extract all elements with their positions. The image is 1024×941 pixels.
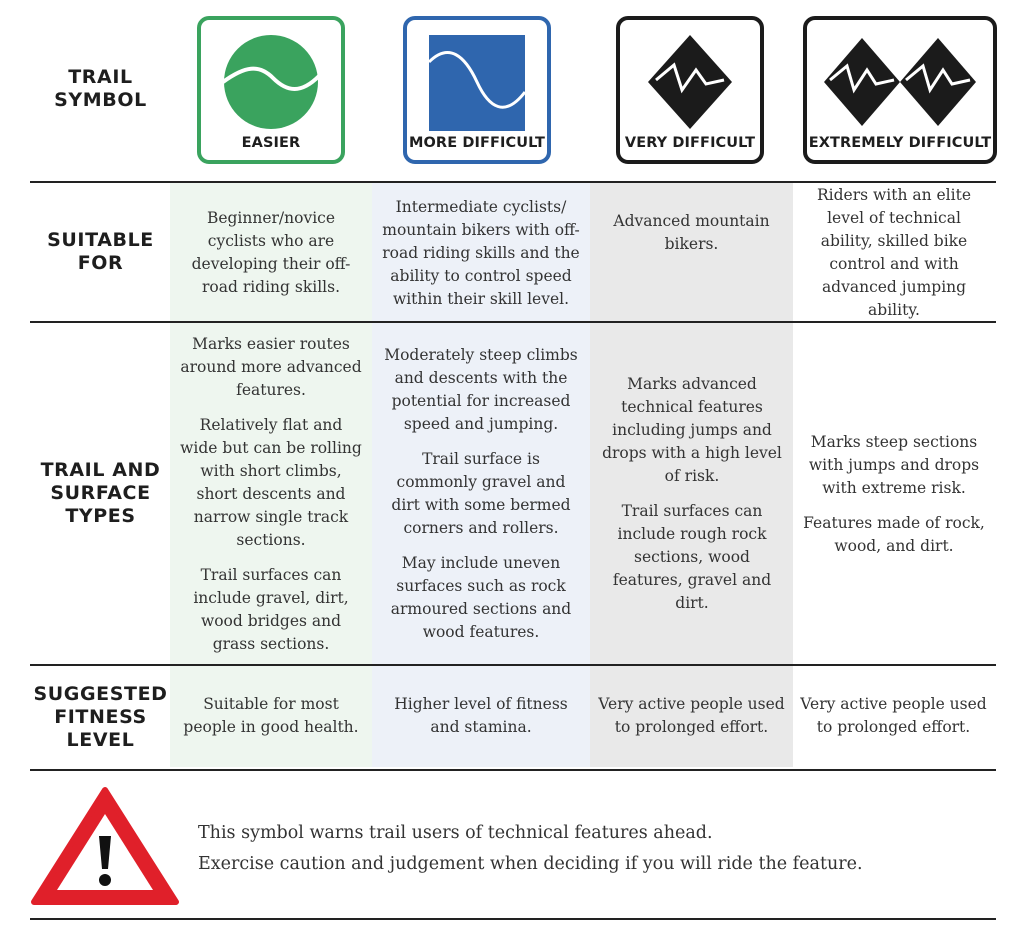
cell-text: Higher level of fitness and stamina. (394, 695, 568, 736)
cell-text: Relatively flat and wide but can be roll… (180, 415, 362, 549)
divider (30, 664, 996, 666)
cell-text: Marks steep sections with jumps and drop… (808, 432, 980, 497)
more-difficult-column-bg (372, 183, 590, 767)
badge-label: MORE DIFFICULT (408, 135, 546, 151)
header-line: SYMBOL (54, 89, 147, 111)
divider (30, 321, 996, 323)
suitable-more-difficult: Intermediate cyclists/ mountain bikers w… (380, 194, 582, 312)
suitable-easier: Beginner/novice cyclists who are develop… (180, 194, 362, 312)
cell-text: Trail surface is commonly gravel and dir… (391, 450, 571, 537)
surface-extremely-difficult: Marks steep sections with jumps and drop… (803, 334, 985, 654)
cell-text: Very active people used to prolonged eff… (598, 695, 785, 736)
cell-text: Beginner/novice cyclists who are develop… (191, 209, 351, 296)
header-line: FITNESS (54, 706, 147, 728)
cell-text: Suitable for most people in good health. (183, 695, 359, 736)
surface-very-difficult: Marks advanced technical features includ… (597, 334, 787, 654)
suitable-very-difficult: Advanced mountain bikers. (600, 194, 783, 272)
row-header-suitable-for: SUITABLE FOR (18, 229, 183, 275)
blue-square-icon (427, 35, 527, 131)
badge-label: EXTREMELY DIFFICULT (808, 135, 992, 151)
badge-very-difficult: VERY DIFFICULT (616, 16, 764, 164)
cell-text: Riders with an elite level of technical … (816, 186, 972, 319)
fitness-extremely-difficult: Very active people used to prolonged eff… (797, 676, 990, 756)
cell-text: Trail surfaces can include rough rock se… (612, 502, 772, 612)
warning-line: Exercise caution and judgement when deci… (198, 854, 863, 874)
surface-easier: Marks easier routes around more advanced… (180, 334, 362, 654)
divider (30, 769, 996, 771)
easier-column-bg (170, 183, 372, 767)
fitness-very-difficult: Very active people used to prolonged eff… (595, 676, 788, 756)
divider (30, 181, 996, 183)
header-line: TRAIL (68, 66, 133, 88)
header-line: SUGGESTED (33, 683, 168, 705)
badge-more-difficult: MORE DIFFICULT (403, 16, 551, 164)
header-line: TYPES (65, 505, 136, 527)
badge-extremely-difficult: EXTREMELY DIFFICULT (803, 16, 997, 164)
header-line: LEVEL (66, 729, 135, 751)
badge-label: EASIER (241, 135, 301, 151)
cell-text: Intermediate cyclists/ mountain bikers w… (382, 197, 580, 308)
warning-line: This symbol warns trail users of technic… (198, 823, 713, 843)
fitness-easier: Suitable for most people in good health. (178, 676, 364, 756)
row-header-trail-symbol: TRAIL SYMBOL (18, 66, 183, 112)
black-diamond-icon (648, 35, 732, 129)
row-header-trail-surface: TRAIL AND SURFACE TYPES (18, 459, 183, 528)
row-header-fitness: SUGGESTED FITNESS LEVEL (18, 683, 183, 752)
header-line: SUITABLE (47, 229, 154, 251)
badge-easier: EASIER (197, 16, 345, 164)
cell-text: Marks advanced technical features includ… (602, 375, 782, 485)
warning-text: This symbol warns trail users of technic… (198, 818, 863, 880)
cell-text: Features made of rock, wood, and dirt. (803, 513, 985, 555)
divider (30, 918, 996, 920)
header-line: TRAIL AND (40, 459, 161, 481)
very-difficult-column-bg (590, 183, 793, 767)
badge-label: VERY DIFFICULT (624, 135, 756, 151)
surface-more-difficult: Moderately steep climbs and descents wit… (380, 334, 582, 654)
cell-text: Advanced mountain bikers. (613, 212, 770, 253)
double-black-diamond-icon (824, 38, 976, 126)
cell-text: Very active people used to prolonged eff… (800, 695, 987, 736)
suitable-extremely-difficult: Riders with an elite level of technical … (800, 186, 988, 319)
header-line: FOR (77, 252, 124, 274)
cell-text: Trail surfaces can include gravel, dirt,… (193, 565, 349, 653)
cell-text: May include uneven surfaces such as rock… (390, 554, 572, 641)
cell-text: Marks easier routes around more advanced… (180, 334, 362, 399)
header-line: SURFACE (50, 482, 151, 504)
fitness-more-difficult: Higher level of fitness and stamina. (380, 676, 582, 756)
green-circle-icon (221, 35, 321, 129)
warning-triangle-icon (31, 787, 179, 905)
cell-text: Moderately steep climbs and descents wit… (384, 346, 578, 433)
